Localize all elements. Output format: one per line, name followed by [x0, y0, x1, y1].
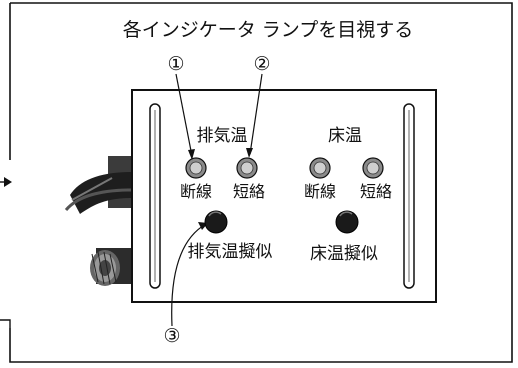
exhaust-simulate-label: 排気温擬似 [188, 242, 273, 262]
exhaust-temp-heading: 排気温 [197, 126, 248, 146]
exhaust-open-circuit-lamp [185, 157, 207, 179]
left-panel-slot [149, 103, 161, 289]
outer-frame [9, 2, 513, 363]
connector-knob [90, 248, 132, 286]
floor-temp-heading: 床温 [328, 126, 362, 146]
lower-left-bracket [0, 319, 11, 328]
cable-harness [64, 156, 134, 214]
title: 各インジケータ ランプを目視する [123, 19, 413, 41]
floor-short-circuit-lamp [362, 157, 384, 179]
floor-open-circuit-label: 断線 [304, 182, 336, 201]
exhaust-simulate-button[interactable] [204, 210, 228, 234]
leader-line-2 [246, 73, 263, 158]
right-panel-slot [403, 103, 415, 289]
panel-body [131, 89, 437, 303]
callout-1: ① [167, 53, 184, 75]
exhaust-short-circuit-label: 短絡 [233, 182, 265, 201]
floor-simulate-button[interactable] [335, 210, 359, 234]
callout-2: ② [253, 53, 270, 75]
floor-short-circuit-label: 短絡 [360, 182, 392, 201]
floor-simulate-label: 床温擬似 [310, 244, 378, 264]
left-pointer-arrow [0, 177, 12, 187]
leader-line-1 [175, 73, 195, 160]
exhaust-short-circuit-lamp [236, 157, 258, 179]
floor-open-circuit-lamp [309, 157, 331, 179]
callout-3: ③ [163, 325, 180, 347]
exhaust-open-circuit-label: 断線 [180, 182, 212, 201]
